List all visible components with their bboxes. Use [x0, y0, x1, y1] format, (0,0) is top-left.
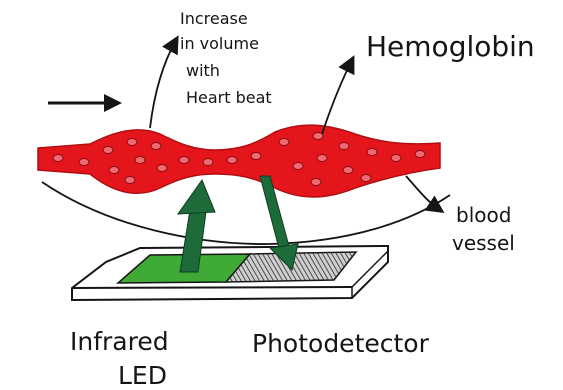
blood-cell — [53, 155, 63, 162]
blood-cell — [293, 163, 303, 170]
blood-cell — [317, 155, 327, 162]
label-increase-line1: Increase — [180, 9, 248, 28]
blood-cell — [79, 159, 89, 166]
pointer-arrow-hemoglobin — [322, 60, 352, 134]
blood-cell — [125, 177, 135, 184]
label-blood-vessel: blood vessel — [452, 203, 515, 255]
blood-cell — [367, 149, 377, 156]
blood-cell — [251, 153, 261, 160]
blood-cell — [227, 157, 237, 164]
blood-cell — [339, 143, 349, 150]
blood-cell — [279, 139, 289, 146]
blood-vessel-band — [38, 125, 440, 197]
label-infrared-led: Infrared LED — [70, 327, 169, 390]
label-infrared-line1: Infrared — [70, 327, 169, 356]
label-blood-line2: vessel — [452, 231, 515, 255]
label-increase-line2: in volume — [180, 34, 259, 53]
blood-cell — [391, 155, 401, 162]
blood-cell — [103, 147, 113, 154]
blood-cell — [127, 139, 137, 146]
label-hemoglobin: Hemoglobin — [366, 30, 535, 63]
label-blood-line1: blood — [456, 203, 511, 227]
label-increase-line3: with — [186, 61, 220, 80]
blood-cell — [109, 167, 119, 174]
tissue-curve — [42, 182, 450, 244]
blood-cell — [311, 179, 321, 186]
blood-cell — [343, 167, 353, 174]
blood-cell — [415, 151, 425, 158]
blood-cell — [203, 159, 213, 166]
label-photodetector: Photodetector — [252, 329, 430, 358]
label-infrared-line2: LED — [118, 361, 167, 390]
blood-cell — [179, 157, 189, 164]
blood-cell — [157, 165, 167, 172]
label-increase-line4: Heart beat — [186, 88, 272, 107]
pointer-arrow-increase — [150, 40, 176, 128]
blood-cell — [151, 143, 161, 150]
blood-cell — [135, 157, 145, 164]
label-increase-volume: Increase in volume with Heart beat — [180, 9, 272, 107]
flow-direction-arrow — [48, 94, 122, 112]
blood-cell — [361, 175, 371, 182]
